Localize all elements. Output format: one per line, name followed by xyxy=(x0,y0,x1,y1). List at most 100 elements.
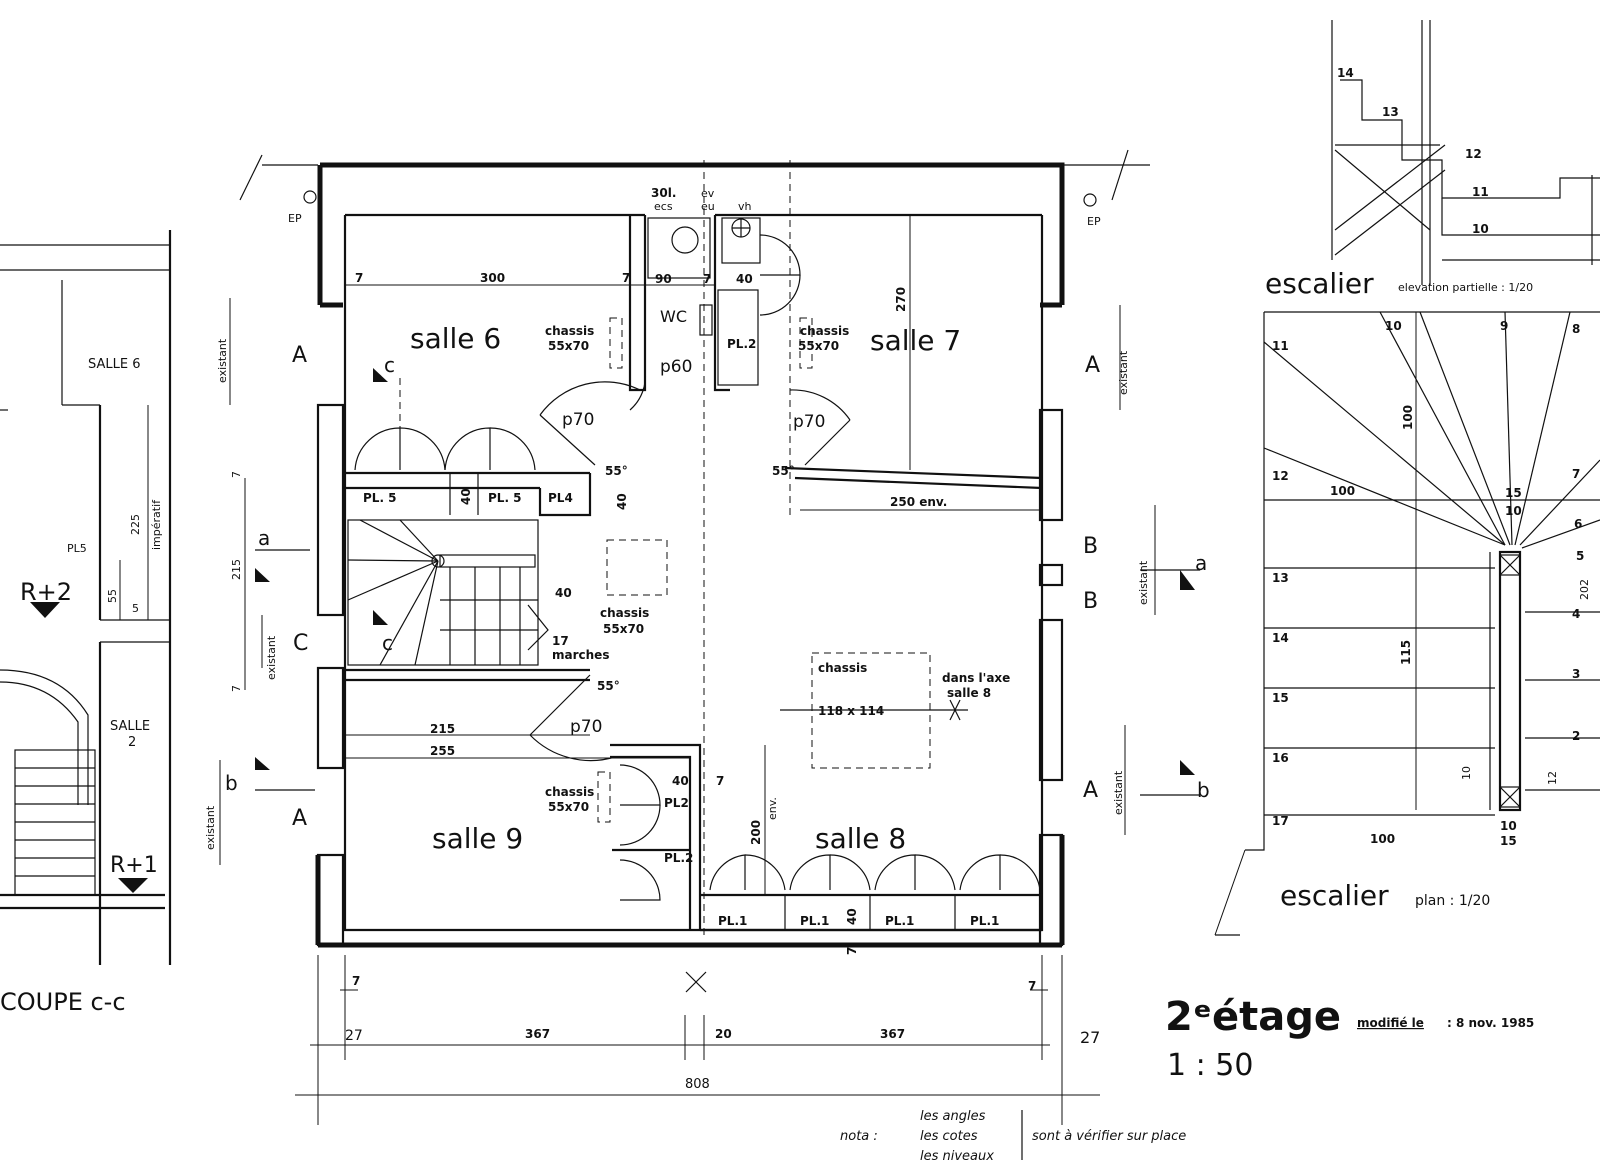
existant-label-5: existant xyxy=(1137,560,1150,605)
stair-plan: 11 12 13 14 15 16 17 10 9 8 7 6 5 4 3 2 … xyxy=(1214,311,1600,936)
section-dim-5: 5 xyxy=(132,602,139,615)
section-mark-a-left: a xyxy=(258,526,270,550)
chassis-salle9: chassis xyxy=(545,785,594,799)
dim-bottom-367-right: 367 xyxy=(880,1027,905,1041)
angle-55-3: 55° xyxy=(597,679,620,693)
dim-bottom-27-right: 27 xyxy=(1080,1028,1100,1047)
dim-40-d: 40 xyxy=(555,586,572,600)
cupboard-pl1-2: PL.1 xyxy=(800,914,829,928)
dans-axe-label: dans l'axe xyxy=(942,671,1010,685)
section-pl5-label: PL5 xyxy=(67,542,87,555)
fixture-30l: 30l. xyxy=(651,186,676,200)
cupboard-pl5-1: PL. 5 xyxy=(363,491,397,505)
level-marker-r2 xyxy=(30,602,60,618)
door-p70-salle9: p70 xyxy=(570,717,602,737)
cupboard-pl1-4: PL.1 xyxy=(970,914,999,928)
dim-40-f: 40 xyxy=(845,908,859,925)
stair-elevation: 14 13 12 11 10 escalier elevation partie… xyxy=(1265,20,1600,300)
plan-step-10: 10 xyxy=(1385,319,1402,333)
cupboard-pl2-b: PL.2 xyxy=(664,851,693,865)
section-imperatif: impératif xyxy=(150,499,163,550)
dim-40-c: 40 xyxy=(615,493,629,510)
door-p70-salle7: p70 xyxy=(793,412,825,432)
cupboard-pl4: PL4 xyxy=(548,491,573,505)
dim-bottom-7-right: 7 xyxy=(1028,979,1036,993)
axis-c-left: C xyxy=(293,631,308,656)
elev-step-13: 13 xyxy=(1382,105,1399,119)
title-block: 2ᵉétage 1 : 50 modifié le : 8 nov. 1985 … xyxy=(840,994,1534,1164)
nota-item-niveaux: les niveaux xyxy=(920,1149,994,1164)
fixture-ev: ev xyxy=(701,187,715,200)
plan-dim-100-vert: 100 xyxy=(1401,405,1415,430)
dim-270: 270 xyxy=(894,287,908,312)
plan-dim-10-bottom: 10 xyxy=(1500,819,1517,833)
dim-90: 90 xyxy=(655,272,672,286)
section-title: COUPE c-c xyxy=(0,988,126,1016)
nota-text: sont à vérifier sur place xyxy=(1032,1129,1186,1144)
plan-step-16: 16 xyxy=(1272,751,1289,765)
dim-255: 255 xyxy=(430,744,455,758)
angle-55-2: 55° xyxy=(772,464,795,478)
section-salle2-label: SALLE xyxy=(110,719,150,734)
room-salle-7: salle 7 xyxy=(870,324,961,357)
existant-label-2: existant xyxy=(265,635,278,680)
dim-7-f: 7 xyxy=(716,774,724,788)
plan-dim-100-h: 100 xyxy=(1330,484,1355,498)
dim-7-e: 7 xyxy=(230,685,243,692)
plan-step-8: 8 xyxy=(1572,322,1580,336)
dim-215-left: 215 xyxy=(230,559,243,580)
dim-bottom-20: 20 xyxy=(715,1027,732,1041)
plan-step-6: 6 xyxy=(1574,517,1582,531)
cupboard-door-arcs xyxy=(354,234,1041,901)
plan-step-14: 14 xyxy=(1272,631,1289,645)
dim-7-a: 7 xyxy=(355,271,363,285)
plan-dim-10-left: 10 xyxy=(1460,766,1473,780)
plan-dim-15-top: 15 xyxy=(1505,486,1522,500)
elev-subtitle: elevation partielle : 1/20 xyxy=(1398,281,1533,294)
dim-7-c: 7 xyxy=(703,272,711,286)
plan-dim-100-bottom: 100 xyxy=(1370,832,1395,846)
room-salle-9: salle 9 xyxy=(432,822,523,855)
fixture-vh: vh xyxy=(738,200,752,213)
fixture-eu: eu xyxy=(701,200,715,213)
chassis-skylight-size: 118 x 114 xyxy=(818,704,884,718)
fixture-ecs: ecs xyxy=(654,200,673,213)
cupboard-pl1-1: PL.1 xyxy=(718,914,747,928)
section-level-r2: R+2 xyxy=(20,578,72,606)
dim-200-env: env. xyxy=(766,797,779,820)
existant-label-1: existant xyxy=(216,338,229,383)
elev-title: escalier xyxy=(1265,267,1374,300)
plan-step-4: 4 xyxy=(1572,607,1580,621)
cupboard-pl1-3: PL.1 xyxy=(885,914,914,928)
section-mark-c-bottom: c xyxy=(382,631,393,655)
dim-bottom-7-left: 7 xyxy=(352,974,360,988)
main-floor-plan: salle 6 salle 7 salle 8 salle 9 EP EP A … xyxy=(204,149,1210,1125)
dim-300: 300 xyxy=(480,271,505,285)
axis-a-right-top: A xyxy=(1085,353,1100,378)
chassis-skylight: chassis xyxy=(818,661,867,675)
modified-date: : 8 nov. 1985 xyxy=(1447,1016,1534,1030)
marches-label: marches xyxy=(552,648,609,662)
plan-dim-12: 12 xyxy=(1546,771,1559,785)
plan-dim-202: 202 xyxy=(1578,579,1591,600)
marches-count: 17 xyxy=(552,634,569,648)
room-salle-6: salle 6 xyxy=(410,322,501,355)
plan-subtitle: plan : 1/20 xyxy=(1415,893,1490,909)
elev-step-12: 12 xyxy=(1465,147,1482,161)
dim-40-b: 40 xyxy=(459,488,473,505)
section-mark-b-right: b xyxy=(1197,778,1210,802)
nota-item-angles: les angles xyxy=(920,1109,986,1124)
section-level-r1: R+1 xyxy=(110,853,158,878)
elev-step-11: 11 xyxy=(1472,185,1489,199)
plan-dim-115: 115 xyxy=(1399,640,1413,665)
chassis-salle9-size: 55x70 xyxy=(548,800,589,814)
axis-a-left-top: A xyxy=(292,343,307,368)
room-salle-8: salle 8 xyxy=(815,822,906,855)
section-dim-225: 225 xyxy=(129,514,142,535)
section-mark-a-right: a xyxy=(1195,551,1207,575)
dim-250: 250 env. xyxy=(890,495,947,509)
ep-label-left: EP xyxy=(288,212,302,225)
axis-b-right-1: B xyxy=(1083,534,1098,559)
chassis-salle6-size: 55x70 xyxy=(548,339,589,353)
existant-label-4: existant xyxy=(1117,350,1130,395)
